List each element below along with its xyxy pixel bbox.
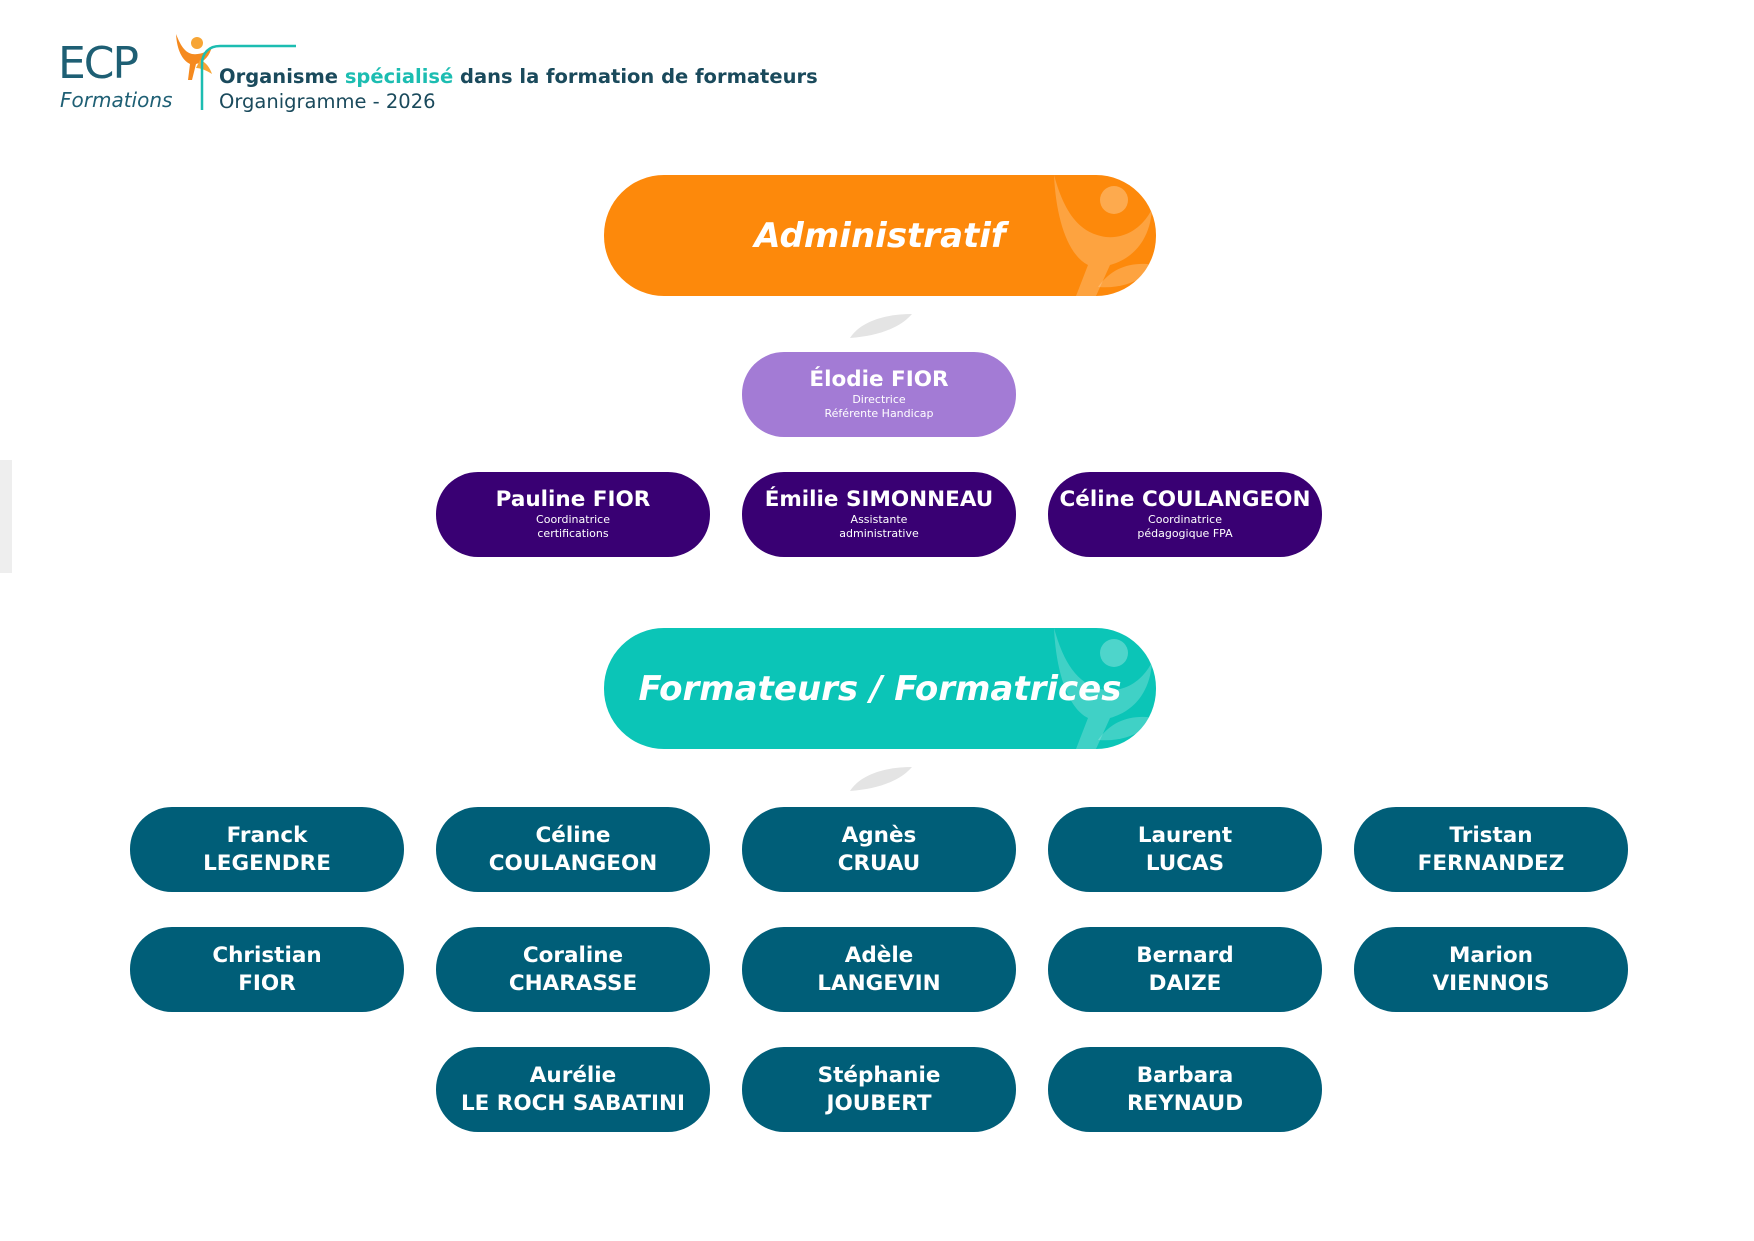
person-figure-icon (176, 34, 212, 80)
section-administratif: Administratif (604, 175, 1156, 296)
trainer-card: Agnès CRUAU (742, 807, 1016, 892)
figure-watermark-icon (1054, 175, 1156, 296)
trainer-last-name: REYNAUD (1126, 1090, 1244, 1116)
person-name: Élodie FIOR (809, 367, 949, 393)
trainer-last-name: CRUAU (837, 850, 921, 876)
trainer-last-name: JOUBERT (826, 1090, 932, 1116)
trainer-last-name: CHARASSE (508, 970, 638, 996)
trainer-first-name: Marion (1449, 942, 1533, 968)
trainer-card: Franck LEGENDRE (130, 807, 404, 892)
director-card: Élodie FIOR Directrice Référente Handica… (742, 352, 1016, 437)
trainer-first-name: Franck (226, 822, 308, 848)
header-tagline: Organisme spécialisé dans la formation d… (219, 64, 818, 89)
tagline-accent: spécialisé (344, 65, 454, 88)
trainer-card: Barbara REYNAUD (1048, 1047, 1322, 1132)
person-name: Céline COULANGEON (1059, 487, 1311, 513)
trainer-last-name: LEGENDRE (203, 850, 331, 876)
staff-card: Céline COULANGEON Coordinatrice pédagogi… (1048, 472, 1322, 557)
figure-watermark-icon (1054, 628, 1156, 749)
leaf-connector-icon (850, 314, 912, 338)
trainer-first-name: Céline (535, 822, 611, 848)
trainer-first-name: Aurélie (529, 1062, 617, 1088)
side-tab-decoration (0, 460, 12, 573)
person-name: Émilie SIMONNEAU (764, 487, 994, 513)
trainer-first-name: Christian (212, 942, 322, 968)
header-bracket-decoration (200, 44, 296, 110)
trainer-card: Stéphanie JOUBERT (742, 1047, 1016, 1132)
ecp-logo: ECP Formations (58, 30, 212, 116)
person-role-secondary: administrative (839, 526, 919, 540)
trainer-card: Céline COULANGEON (436, 807, 710, 892)
trainer-card: Laurent LUCAS (1048, 807, 1322, 892)
trainer-last-name: FIOR (238, 970, 296, 996)
trainer-card: Tristan FERNANDEZ (1354, 807, 1628, 892)
trainer-last-name: LE ROCH SABATINI (460, 1090, 686, 1116)
trainer-last-name: LUCAS (1145, 850, 1225, 876)
trainer-first-name: Adèle (844, 942, 914, 968)
trainer-card: Marion VIENNOIS (1354, 927, 1628, 1012)
person-role: Coordinatrice (1148, 513, 1222, 527)
person-role-secondary: certifications (537, 526, 609, 540)
trainer-card: Aurélie LE ROCH SABATINI (436, 1047, 710, 1132)
logo-subtext: Formations (60, 88, 173, 112)
tagline-part2: dans la formation de formateurs (453, 65, 818, 88)
tagline-part1: Organisme (219, 65, 345, 88)
trainer-last-name: FERNANDEZ (1417, 850, 1565, 876)
trainer-last-name: VIENNOIS (1432, 970, 1550, 996)
trainer-first-name: Stéphanie (817, 1062, 941, 1088)
person-role-secondary: pédagogique FPA (1137, 526, 1233, 540)
trainer-first-name: Coraline (522, 942, 624, 968)
person-role-secondary: Référente Handicap (824, 406, 934, 420)
person-name: Pauline FIOR (495, 487, 651, 513)
header-subtitle: Organigramme - 2026 (219, 90, 436, 114)
trainer-card: Coraline CHARASSE (436, 927, 710, 1012)
staff-card: Émilie SIMONNEAU Assistante administrati… (742, 472, 1016, 557)
section-title-trainers: Formateurs / Formatrices (638, 668, 1122, 709)
trainer-first-name: Bernard (1136, 942, 1234, 968)
person-role: Assistante (850, 513, 908, 527)
staff-card: Pauline FIOR Coordinatrice certification… (436, 472, 710, 557)
trainer-first-name: Laurent (1137, 822, 1233, 848)
logo-wordmark: ECP (58, 38, 139, 89)
trainer-first-name: Agnès (841, 822, 917, 848)
person-role: Directrice (852, 393, 906, 407)
trainer-card: Adèle LANGEVIN (742, 927, 1016, 1012)
trainer-last-name: DAIZE (1148, 970, 1222, 996)
section-formateurs: Formateurs / Formatrices (604, 628, 1156, 749)
trainer-first-name: Tristan (1449, 822, 1533, 848)
header-text: Organisme spécialisé dans la formation d… (219, 64, 818, 115)
section-title-admin: Administratif (754, 215, 1006, 256)
trainer-last-name: COULANGEON (488, 850, 658, 876)
person-role: Coordinatrice (536, 513, 610, 527)
trainer-card: Christian FIOR (130, 927, 404, 1012)
trainer-first-name: Barbara (1136, 1062, 1234, 1088)
trainer-last-name: LANGEVIN (817, 970, 941, 996)
trainer-card: Bernard DAIZE (1048, 927, 1322, 1012)
leaf-connector-icon (850, 767, 912, 791)
